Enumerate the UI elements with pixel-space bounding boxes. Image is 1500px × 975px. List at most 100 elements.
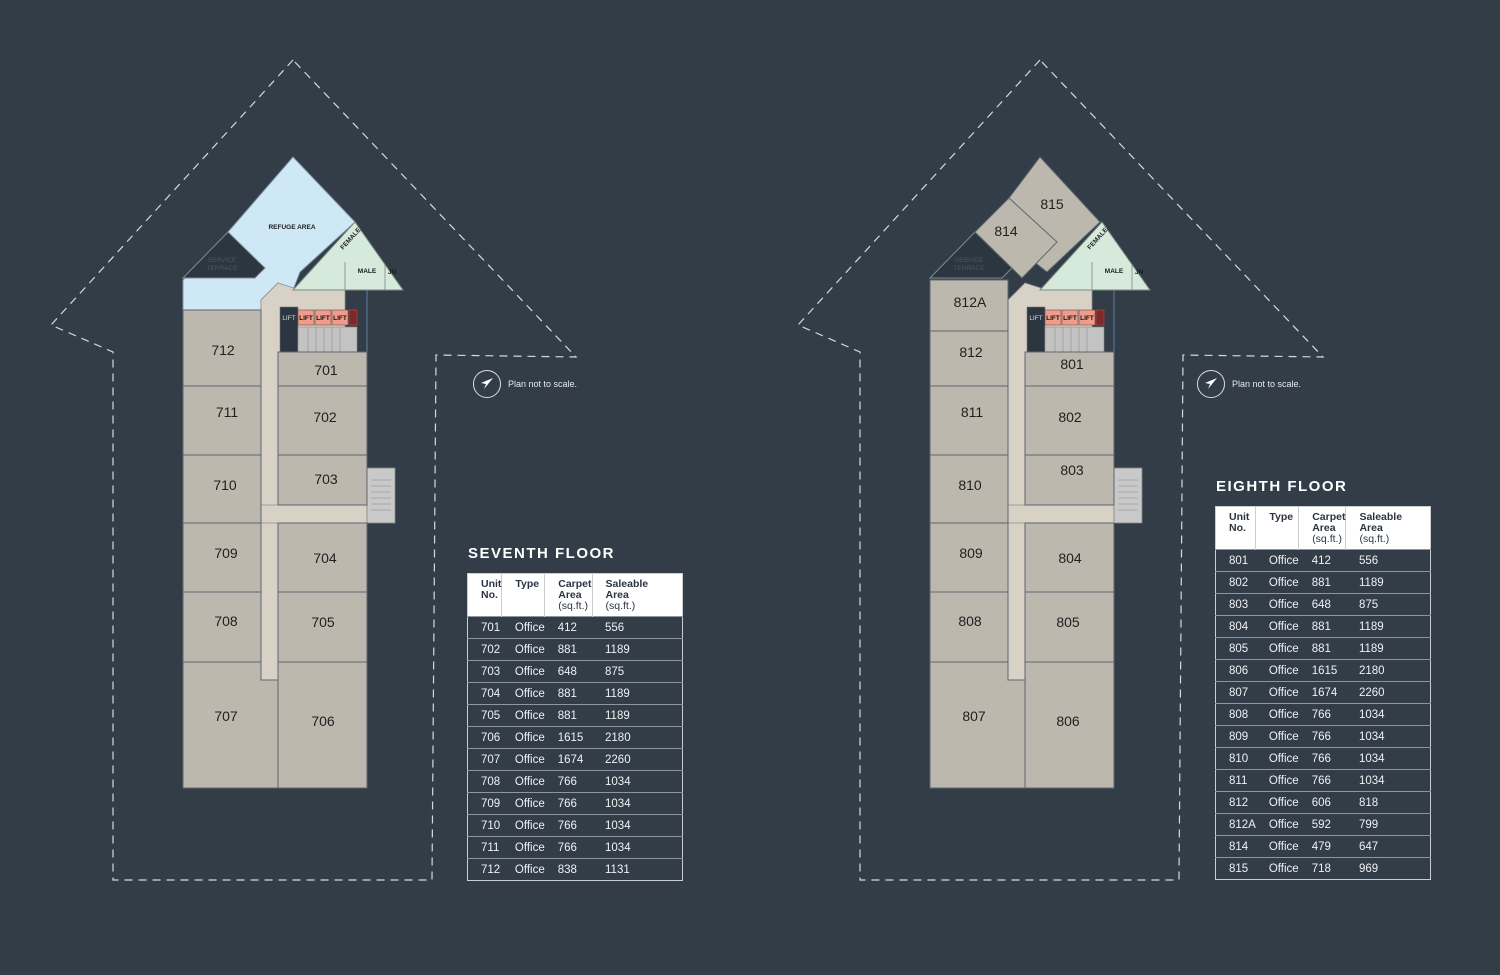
carpet-area-cell: 1615: [544, 726, 593, 749]
table-row: 812A Office 592 799: [1215, 813, 1431, 836]
table-row: 802 Office 881 1189: [1215, 571, 1431, 594]
carpet-area-cell: 881: [1298, 571, 1346, 594]
unit-814: [974, 197, 1058, 279]
saleable-area-cell: 556: [1345, 549, 1431, 572]
unit-no-cell: 801: [1215, 549, 1256, 572]
seventh-floor-plan: REFUGE AREA SERVICE TERRACE FEMALE MALE …: [50, 59, 577, 881]
service-terrace-label: SERVICE: [208, 257, 237, 264]
type-cell: Office: [501, 748, 545, 771]
service-terrace-label: SERVICE: [955, 257, 984, 264]
header-text: Unit: [481, 578, 502, 590]
saleable-area-cell: 1189: [1345, 615, 1431, 638]
carpet-area-cell: 881: [544, 682, 593, 705]
saleable-area-cell: 1034: [592, 814, 683, 837]
service-terrace-label: TERRACE: [206, 265, 238, 272]
lift-label: LIFT: [1080, 315, 1094, 322]
saleable-area-cell: 1189: [592, 638, 683, 661]
unit-label: 801: [1060, 356, 1084, 372]
plan-not-to-scale-note: Plan not to scale.: [1232, 379, 1302, 389]
carpet-area-cell: 881: [1298, 615, 1346, 638]
table-row: 706 Office 1615 2180: [467, 726, 683, 749]
unit-812: [929, 330, 1009, 387]
carpet-area-cell: 766: [544, 792, 593, 815]
carpet-area-cell: 766: [544, 836, 593, 859]
type-cell: Office: [1255, 659, 1299, 682]
male-toilet-label: MALE: [1105, 268, 1124, 275]
service-terrace: [181, 231, 266, 279]
type-cell: Office: [501, 660, 545, 683]
type-cell: Office: [501, 704, 545, 727]
header-unit: (sq.ft.): [605, 600, 636, 612]
saleable-area-cell: 969: [1345, 857, 1431, 880]
type-cell: Office: [1255, 593, 1299, 616]
saleable-area-cell: 1189: [592, 682, 683, 705]
unit-no-cell: 810: [1215, 747, 1256, 770]
carpet-area-cell: 766: [544, 814, 593, 837]
table-row: 808 Office 766 1034: [1215, 703, 1431, 726]
unit-label: 805: [1056, 614, 1080, 630]
unit-label: 711: [216, 404, 239, 420]
table-row: 812 Office 606 818: [1215, 791, 1431, 814]
table-row: 708 Office 766 1034: [467, 770, 683, 793]
header-text: Area: [1312, 522, 1336, 534]
table-row: 807 Office 1674 2260: [1215, 681, 1431, 704]
unit-no-cell: 814: [1215, 835, 1256, 858]
saleable-area-cell: 875: [1345, 593, 1431, 616]
carpet-area-cell: 881: [544, 638, 593, 661]
saleable-area-cell: 1189: [1345, 571, 1431, 594]
unit-label: 707: [214, 708, 238, 724]
unit-label: 702: [313, 409, 337, 425]
type-cell: Office: [501, 858, 545, 881]
saleable-area-cell: 875: [592, 660, 683, 683]
lift-label: LIFT: [333, 315, 347, 322]
unit-label: 705: [311, 614, 335, 630]
header-text: Area: [558, 589, 582, 601]
carpet-area-cell: 766: [544, 770, 593, 793]
carpet-area-cell: 766: [1298, 725, 1346, 748]
table-row: 711 Office 766 1034: [467, 836, 683, 859]
unit-no-cell: 712: [467, 858, 502, 881]
saleable-area-cell: 1034: [592, 836, 683, 859]
eighth-floor-plan: SERVICE TERRACE FEMALE MALE JN LIFT LIFT…: [797, 59, 1324, 881]
jn-label: JN: [1135, 269, 1144, 276]
unit-label: 710: [213, 477, 237, 493]
unit-label: 807: [962, 708, 986, 724]
unit-label: 802: [1058, 409, 1082, 425]
saleable-area-cell: 1189: [592, 704, 683, 727]
saleable-area-cell: 2180: [1345, 659, 1431, 682]
table-row: 702 Office 881 1189: [467, 638, 683, 661]
table-row: 710 Office 766 1034: [467, 814, 683, 837]
unit-no-cell: 804: [1215, 615, 1256, 638]
unit-no-cell: 708: [467, 770, 502, 793]
type-cell: Office: [1255, 769, 1299, 792]
unit-no-cell: 803: [1215, 593, 1256, 616]
type-cell: Office: [501, 638, 545, 661]
unit-label: 709: [214, 545, 238, 561]
carpet-area-cell: 1615: [1298, 659, 1346, 682]
table-row: 704 Office 881 1189: [467, 682, 683, 705]
type-cell: Office: [1255, 681, 1299, 704]
unit-label: 812: [959, 344, 983, 360]
header-unit: (sq.ft.): [1359, 533, 1390, 545]
type-cell: Office: [1255, 747, 1299, 770]
unit-no-cell: 702: [467, 638, 502, 661]
carpet-area-cell: 1674: [1298, 681, 1346, 704]
saleable-area-cell: 1034: [1345, 725, 1431, 748]
carpet-area-cell: 1674: [544, 748, 593, 771]
carpet-area-cell: 648: [1298, 593, 1346, 616]
lift-label: LIFT: [282, 315, 295, 322]
table-row: 712 Office 838 1131: [467, 858, 683, 881]
carpet-area-cell: 479: [1298, 835, 1346, 858]
unit-no-cell: 709: [467, 792, 502, 815]
carpet-area-cell: 766: [1298, 747, 1346, 770]
table-row: 703 Office 648 875: [467, 660, 683, 683]
lift-label: LIFT: [1029, 315, 1042, 322]
saleable-area-cell: 1034: [1345, 747, 1431, 770]
